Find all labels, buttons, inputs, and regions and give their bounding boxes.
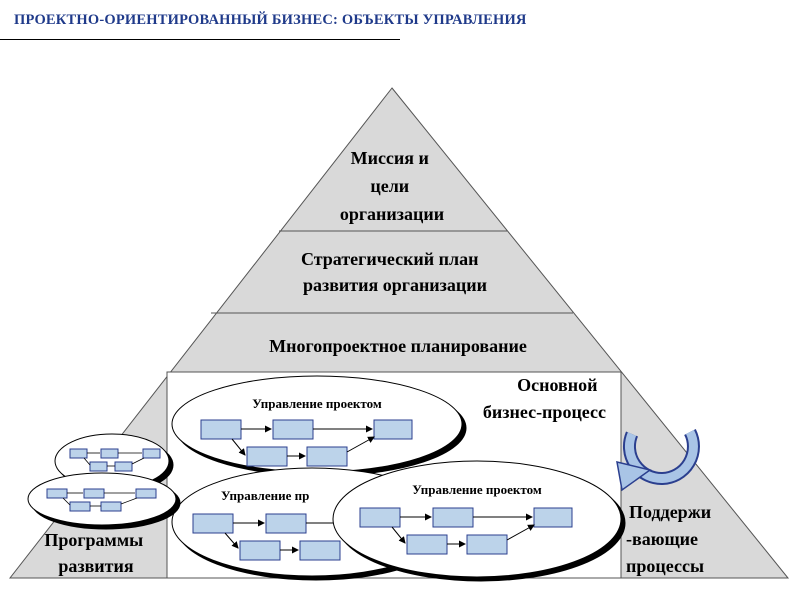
task-box [239, 540, 281, 561]
task-box [373, 419, 413, 440]
task-box [272, 419, 314, 440]
task-box [246, 446, 288, 467]
mission-line: Миссия и [351, 148, 429, 168]
mini-network-graph [46, 488, 157, 512]
task-box [406, 534, 448, 555]
task-box [192, 513, 234, 534]
supporting-line: процессы [626, 556, 704, 576]
oval-title: Управление проектом [412, 482, 542, 497]
task-box [306, 446, 348, 467]
circular-arrow-icon [616, 429, 700, 492]
task-box [533, 507, 573, 528]
mini-network-graph [69, 448, 161, 472]
strategic-plan-label: Стратегический план развития организации [301, 249, 487, 295]
mission-label: Миссия и цели организации [340, 148, 444, 224]
task-box [299, 540, 341, 561]
network-graph [359, 507, 573, 555]
strategic-line: Стратегический план [301, 249, 479, 269]
oval-title: Управление пр [221, 488, 309, 503]
task-box [265, 513, 307, 534]
task-box [432, 507, 474, 528]
programs-line: Программы [44, 530, 143, 550]
program-oval [27, 472, 177, 526]
network-graph [200, 419, 413, 467]
core-line: Основной [517, 375, 597, 395]
task-box [200, 419, 242, 440]
project-management-oval [332, 460, 622, 578]
task-box [359, 507, 401, 528]
task-box [466, 534, 508, 555]
supporting-line: Поддержи [629, 502, 711, 522]
core-process-label: Основной бизнес-процесс [483, 375, 606, 422]
mission-line: организации [340, 204, 444, 224]
strategic-line: развития организации [303, 275, 487, 295]
supporting-processes-label: Поддержи -вающие процессы [626, 502, 716, 576]
development-programs-label: Программы развития [44, 530, 147, 576]
title-underline [0, 39, 400, 40]
network-graph [192, 513, 341, 561]
supporting-line: -вающие [626, 529, 698, 549]
page-title: ПРОЕКТНО-ОРИЕНТИРОВАННЫЙ БИЗНЕС: ОБЪЕКТЫ… [14, 12, 527, 28]
mission-line: цели [370, 176, 409, 196]
multiproject-label: Многопроектное планирование [269, 336, 527, 356]
programs-line: развития [58, 556, 134, 576]
oval-title: Управление проектом [252, 396, 382, 411]
core-line: бизнес-процесс [483, 402, 606, 422]
